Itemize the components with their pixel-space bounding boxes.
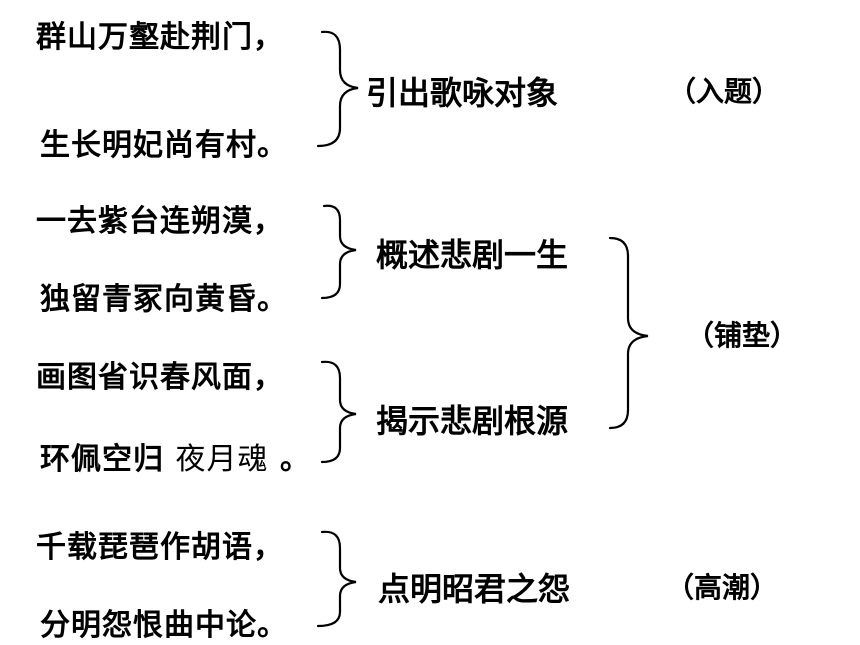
summary-root: 揭示悲剧根源	[376, 402, 569, 440]
role-climax: （高潮）	[666, 571, 779, 604]
bracket-group-4	[316, 530, 357, 628]
bracket-group-2	[320, 204, 357, 300]
role-setup: （铺垫）	[686, 319, 799, 352]
bracket-group-1	[316, 30, 359, 148]
poem-line-7: 千载琵琶作胡语，	[36, 530, 284, 565]
poem-line-6-end: 。	[279, 442, 311, 477]
poem-line-1: 群山万壑赴荆门，	[36, 20, 284, 55]
poem-line-3: 一去紫台连朔漠，	[36, 204, 284, 239]
summary-life: 概述悲剧一生	[376, 236, 569, 274]
poem-line-8: 分明怨恨曲中论。	[40, 608, 288, 643]
poem-line-6: 环佩空归 夜月魂 。	[40, 434, 311, 478]
poem-line-5: 画图省识春风面，	[36, 360, 284, 395]
bracket-group-3	[320, 360, 357, 464]
poem-line-2: 生长明妃尚有村。	[40, 128, 288, 163]
summary-intro: 引出歌咏对象	[366, 74, 559, 112]
poem-line-4: 独留青冢向黄昏。	[40, 282, 288, 317]
summary-climax: 点明昭君之怨	[378, 570, 571, 608]
role-intro: （入题）	[668, 75, 781, 108]
poem-line-6-start: 环佩空归	[40, 442, 164, 477]
bracket-groups-2-3	[608, 236, 649, 430]
poem-line-6-handwritten: 夜月魂	[175, 442, 269, 477]
